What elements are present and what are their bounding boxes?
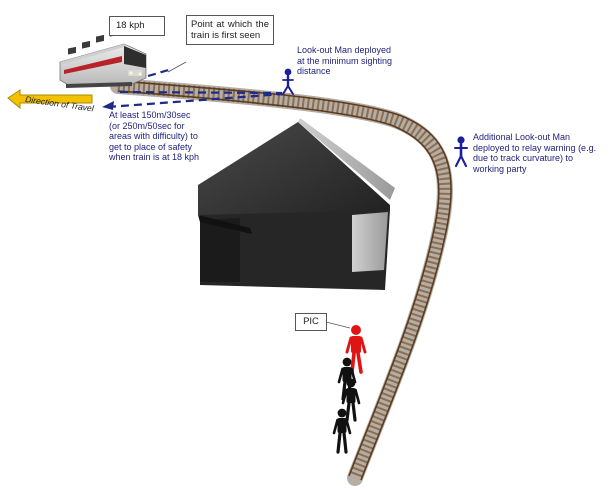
first-seen-label: Point at which the train is first seen xyxy=(191,19,269,41)
track-rail-left xyxy=(117,80,452,481)
safety-time-label: At least 150m/30sec (or 250m/50sec for a… xyxy=(109,110,200,162)
worker-icon xyxy=(341,378,361,422)
pic-callout: PIC xyxy=(295,313,327,331)
callout-pointer xyxy=(167,61,187,73)
lookout-min-label: Look-out Man deployed at the minimum sig… xyxy=(297,45,393,76)
building-icon xyxy=(198,118,395,290)
additional-lookout-label: Additional Look-out Man deployed to rela… xyxy=(473,132,597,174)
track-rail-right xyxy=(117,90,440,477)
railway-track xyxy=(110,78,453,486)
additional-lookout-man-icon xyxy=(454,136,468,168)
sighting-line-safety xyxy=(107,92,283,109)
lookout-man-icon xyxy=(282,68,294,95)
track-ballast xyxy=(110,78,453,486)
working-party xyxy=(332,357,361,454)
speed-callout: 18 kph xyxy=(109,16,165,36)
arrow-head-icon xyxy=(102,101,114,110)
pic-callout-pointer xyxy=(325,321,351,329)
train-icon xyxy=(59,28,147,88)
sighting-line-lookout xyxy=(119,90,283,95)
sighting-lines xyxy=(107,67,283,109)
pic-label: PIC xyxy=(303,316,319,327)
sighting-line-first-seen xyxy=(147,67,173,78)
first-seen-callout: Point at which the train is first seen xyxy=(186,15,274,45)
speed-label: 18 kph xyxy=(116,20,145,31)
worker-icon xyxy=(332,408,352,454)
direction-arrow-icon xyxy=(7,89,93,110)
